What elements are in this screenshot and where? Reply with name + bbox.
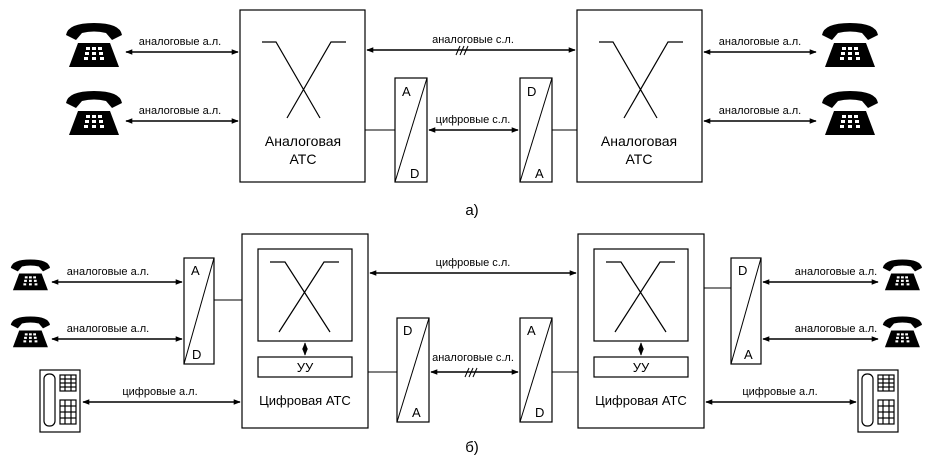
- trunk-converter-right: A D: [519, 317, 553, 423]
- control-unit: [257, 356, 353, 378]
- line-label: аналоговые а.л.: [719, 105, 801, 117]
- subscriber-converter-left: A D: [183, 257, 215, 365]
- caption-a: а): [465, 202, 478, 219]
- telephone-icon: [10, 259, 51, 291]
- analog-subscriber-line: аналоговые а.л.: [762, 266, 879, 285]
- line-label: аналоговые а.л.: [139, 105, 221, 117]
- switching-matrix-icon: [262, 41, 346, 119]
- converter-bottom-letter: D: [410, 166, 419, 181]
- exchange-title-line2: АТС: [290, 151, 317, 167]
- converter-top-letter: D: [403, 323, 412, 338]
- control-unit: [593, 356, 689, 378]
- analog-exchange-right: Аналоговая АТС: [576, 9, 703, 183]
- analog-trunk-a: аналоговые с.л.: [366, 34, 576, 56]
- digital-subscriber-line: цифровые а.л.: [82, 386, 241, 405]
- trunk-label: аналоговые с.л.: [432, 34, 514, 46]
- exchange-title-line1: Аналоговая: [601, 133, 677, 149]
- analog-trunk-b: аналоговые с.л.: [430, 352, 519, 378]
- digital-subscriber-line: цифровые а.л.: [705, 386, 857, 405]
- trunk-converter-left: D A: [396, 317, 430, 423]
- subscriber-line: аналоговые а.л.: [703, 105, 817, 124]
- telephone-icon: [66, 23, 122, 67]
- switching-matrix-icon: [606, 261, 675, 333]
- exchange-title: Цифровая АТС: [259, 393, 351, 408]
- converter-bottom-letter: A: [744, 347, 753, 362]
- telephone-icon: [882, 316, 922, 348]
- switching-matrix-icon: [270, 261, 339, 333]
- telephone-icon: [822, 91, 878, 135]
- converter-da-right: D A: [519, 77, 553, 183]
- exchange-title-line1: Аналоговая: [265, 133, 341, 149]
- converter-bottom-letter: A: [535, 166, 544, 181]
- telephone-icon: [10, 316, 51, 348]
- converter-top-letter: A: [527, 323, 536, 338]
- caption-b: б): [465, 439, 479, 456]
- analog-exchange-left: Аналоговая АТС: [239, 9, 366, 183]
- converter-top-letter: A: [191, 263, 200, 278]
- trunk-label: цифровые с.л.: [436, 114, 511, 126]
- subscriber-converter-right: D A: [730, 257, 762, 365]
- digital-trunk-a: цифровые с.л.: [428, 114, 519, 133]
- subscriber-line: аналоговые а.л.: [703, 36, 817, 55]
- subscriber-line: аналоговые а.л.: [125, 36, 239, 55]
- converter-top-letter: A: [402, 84, 411, 99]
- trunk-label: аналоговые с.л.: [432, 352, 514, 364]
- control-unit-label: УУ: [297, 360, 314, 375]
- converter-ad-left: A D: [394, 77, 428, 183]
- subscriber-line: аналоговые а.л.: [125, 105, 239, 124]
- exchange-title-line2: АТС: [626, 151, 653, 167]
- exchange-title: Цифровая АТС: [595, 393, 687, 408]
- line-label: аналоговые а.л.: [795, 323, 877, 335]
- converter-bottom-letter: A: [412, 405, 421, 420]
- control-unit-label: УУ: [633, 360, 650, 375]
- digital-exchange-left: УУ Цифровая АТС: [241, 233, 369, 429]
- telephone-icon: [66, 91, 122, 135]
- line-label: аналоговые а.л.: [719, 36, 801, 48]
- digital-telephone-icon: [39, 369, 81, 433]
- converter-bottom-letter: D: [535, 405, 544, 420]
- line-label: аналоговые а.л.: [67, 266, 149, 278]
- line-label: цифровые а.л.: [122, 386, 197, 398]
- converter-bottom-letter: D: [192, 347, 201, 362]
- telephone-icon: [882, 259, 922, 291]
- digital-telephone-icon: [857, 369, 899, 433]
- switching-matrix-icon: [599, 41, 683, 119]
- line-label: цифровые а.л.: [742, 386, 817, 398]
- analog-subscriber-line: аналоговые а.л.: [51, 323, 183, 342]
- digital-exchange-right: УУ Цифровая АТС: [577, 233, 705, 429]
- converter-top-letter: D: [527, 84, 536, 99]
- analog-subscriber-line: аналоговые а.л.: [762, 323, 879, 342]
- line-label: аналоговые а.л.: [67, 323, 149, 335]
- converter-top-letter: D: [738, 263, 747, 278]
- analog-subscriber-line: аналоговые а.л.: [51, 266, 183, 285]
- telephone-icon: [822, 23, 878, 67]
- line-label: аналоговые а.л.: [139, 36, 221, 48]
- digital-trunk-b: цифровые с.л.: [369, 257, 577, 276]
- trunk-label: цифровые с.л.: [436, 257, 511, 269]
- line-label: аналоговые а.л.: [795, 266, 877, 278]
